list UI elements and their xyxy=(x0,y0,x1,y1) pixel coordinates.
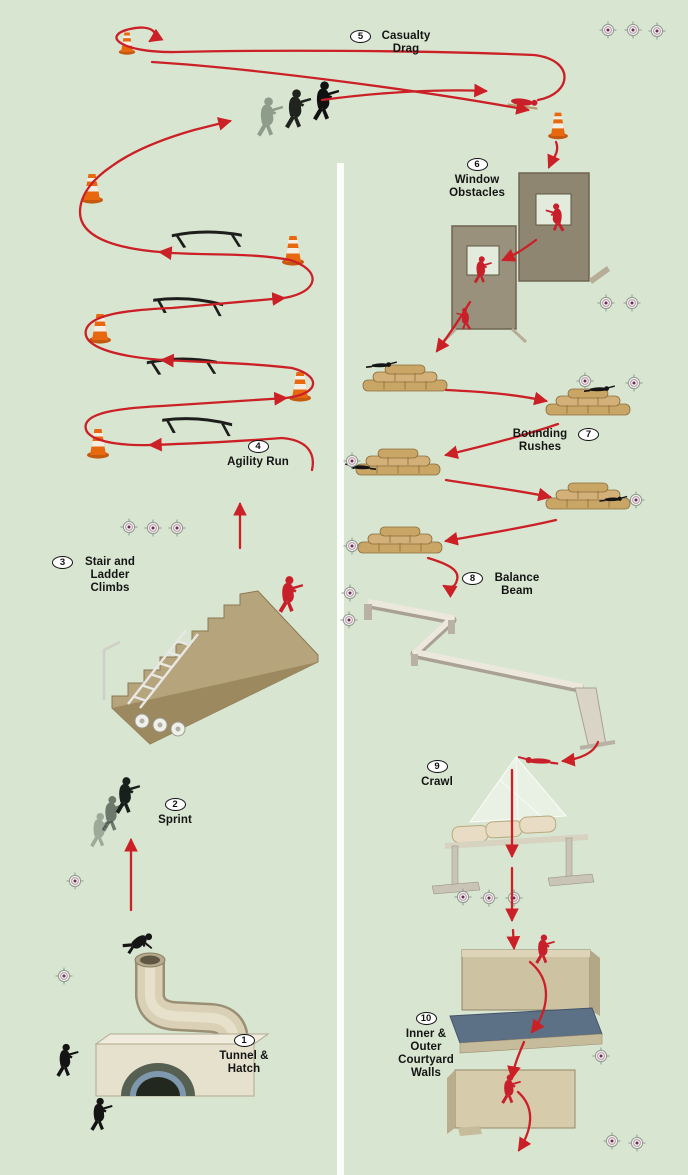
station-3-label: Stair and Ladder Climbs xyxy=(84,556,136,594)
station-stair-ladder: 3 Stair and Ladder Climbs xyxy=(52,556,141,595)
station-8-badge: 8 xyxy=(462,572,483,585)
route-arrow-to-casualty xyxy=(320,83,489,102)
station-bounding-rushes: 7 Bounding Rushes xyxy=(508,428,599,454)
station-1-badge: 1 xyxy=(233,1034,255,1047)
outer-wall-structure xyxy=(461,949,600,1016)
station-3-badge: 3 xyxy=(52,556,73,569)
route-arrow-to-beam xyxy=(426,556,459,598)
tunnel-structure xyxy=(94,952,270,1097)
balance-beam-structure xyxy=(364,599,616,750)
soldier-icon xyxy=(285,89,312,129)
route-arrow-window-2 xyxy=(435,300,472,353)
station-courtyard-walls: 10 Inner & Outer Courtyard Walls xyxy=(390,1012,462,1080)
courtyard-mat xyxy=(449,1007,603,1054)
stair-wheels-icon xyxy=(134,713,186,737)
station-crawl: 9 Crawl xyxy=(414,760,460,789)
route-arrow-to-crawl xyxy=(560,740,600,767)
station-6-badge: 6 xyxy=(466,158,488,171)
crawl-structure xyxy=(431,756,595,895)
soldier-icon xyxy=(257,97,284,137)
stairs-structure xyxy=(102,590,319,745)
route-arrow-to-wall xyxy=(506,928,521,951)
route-arrow-to-wall-2 xyxy=(507,1040,526,1081)
soldier-icon xyxy=(56,1043,79,1077)
route-arrow-agility-2 xyxy=(84,391,289,447)
route-arrow-agility-6 xyxy=(78,117,233,254)
traffic-cone-icon xyxy=(81,174,103,204)
route-arrow-drag-loop xyxy=(115,26,566,102)
traffic-cone-icon xyxy=(87,429,109,459)
route-arrow-over-wall-2 xyxy=(516,1090,532,1152)
station-sprint: 2 Sprint xyxy=(150,798,200,827)
route-arrow-drag-return xyxy=(150,60,531,115)
sandbag-pile-icon xyxy=(545,388,631,416)
station-2-badge: 2 xyxy=(164,798,186,811)
station-7-label: Bounding Rushes xyxy=(512,428,568,453)
route-arrow-rush-4 xyxy=(443,518,558,546)
station-6-label: Window Obstacles xyxy=(449,174,505,199)
route-arrow-window-1 xyxy=(501,238,538,262)
station-4-badge: 4 xyxy=(247,440,269,453)
station-5-label: Casualty Drag xyxy=(381,30,431,55)
route-arrow-over-wall-1 xyxy=(528,960,548,1034)
station-window-obstacles: 6 Window Obstacles xyxy=(440,158,514,200)
window-obstacle-back xyxy=(518,172,610,284)
route-arrow-agility-4 xyxy=(84,292,287,362)
station-balance-beam: 8 Balance Beam xyxy=(462,572,545,598)
soldier-icon xyxy=(313,81,340,121)
soldier-icon xyxy=(278,576,304,613)
soldier-icon xyxy=(90,1097,113,1131)
route-arrow-agility-3 xyxy=(159,353,315,400)
station-9-badge: 9 xyxy=(426,760,448,773)
station-1-label: Tunnel & Hatch xyxy=(219,1050,269,1075)
route-arrow-rush-3 xyxy=(444,478,553,502)
station-tunnel-hatch: 1 Tunnel & Hatch xyxy=(214,1034,274,1076)
station-9-label: Crawl xyxy=(421,776,453,788)
station-5-badge: 5 xyxy=(350,30,371,43)
station-8-label: Balance Beam xyxy=(494,572,540,597)
soldier-icon xyxy=(115,777,141,814)
inner-wall-structure xyxy=(447,1069,576,1136)
sandbag-pile-icon xyxy=(355,448,441,476)
prone-soldier-icon xyxy=(517,756,559,765)
traffic-cone-icon xyxy=(548,112,568,140)
sandbag-pile-icon xyxy=(362,364,448,392)
station-casualty-drag: 5 Casualty Drag xyxy=(350,30,435,56)
window-obstacle-front xyxy=(439,225,528,346)
sandbag-pile-icon xyxy=(357,526,443,554)
route-arrow-agility-1 xyxy=(147,436,314,472)
route-arrow-rush-1 xyxy=(444,388,549,406)
station-2-label: Sprint xyxy=(158,814,192,826)
hurdle-icon xyxy=(161,416,233,437)
course-divider xyxy=(337,163,344,1175)
station-7-badge: 7 xyxy=(578,428,599,441)
route-arrow-to-windows xyxy=(547,140,561,169)
route-arrows xyxy=(78,26,600,1152)
station-10-badge: 10 xyxy=(415,1012,437,1025)
route-arrow-agility-5 xyxy=(157,246,314,300)
sandbag-pile-icon xyxy=(545,482,631,510)
hurdle-icon xyxy=(171,229,243,250)
station-10-label: Inner & Outer Courtyard Walls xyxy=(398,1028,454,1079)
route-arrow-rush-2 xyxy=(443,422,560,460)
station-4-label: Agility Run xyxy=(227,456,289,468)
station-agility-run: 4 Agility Run xyxy=(210,440,306,469)
